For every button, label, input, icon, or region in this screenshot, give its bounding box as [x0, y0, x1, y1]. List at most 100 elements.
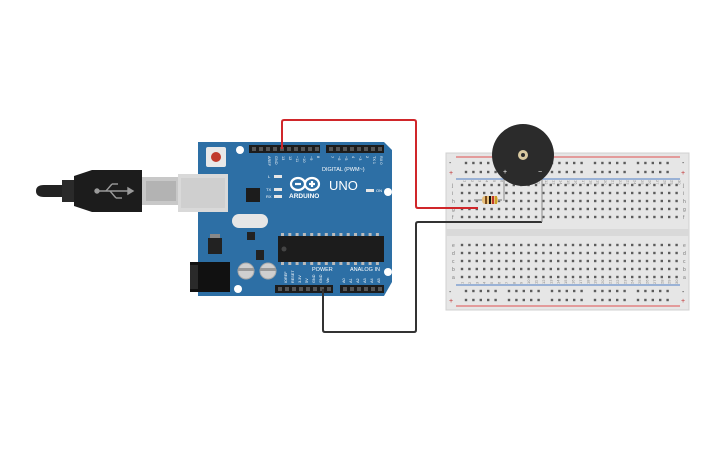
breadboard-hole: [586, 207, 589, 211]
breadboard-hole: [668, 215, 671, 219]
capacitor-mark: [238, 268, 254, 271]
breadboard-hole: [616, 251, 619, 255]
breadboard-hole: [638, 191, 641, 195]
usb-cable: [36, 170, 178, 212]
row-letter: h: [452, 199, 455, 205]
wire-red[interactable]: [281, 119, 478, 209]
digital-pin-label: TX 1: [372, 156, 376, 164]
breadboard-hole: [468, 243, 471, 247]
header-pin: [329, 147, 333, 151]
breadboard-hole: [616, 267, 619, 271]
row-letter: f: [683, 215, 685, 221]
chip-pin: [368, 233, 372, 236]
breadboard-hole: [483, 183, 486, 187]
header-pin: [313, 287, 317, 291]
column-number: 19: [593, 279, 598, 284]
digital-label: DIGITAL (PWM~): [322, 167, 365, 173]
chip-pin: [354, 262, 357, 265]
power-pin-label: Vin: [326, 278, 330, 283]
breadboard-hole: [460, 243, 464, 247]
breadboard-hole: [460, 275, 464, 279]
chip-pin: [295, 262, 299, 265]
column-number: 13: [548, 279, 553, 284]
column-number: 27: [652, 279, 657, 284]
breadboard-hole: [638, 199, 641, 203]
breadboard-hole: [638, 243, 641, 247]
header-pin: [266, 147, 270, 151]
breadboard-hole: [483, 251, 486, 255]
breadboard-hole: [616, 207, 619, 211]
breadboard-hole: [616, 243, 619, 247]
chip-pin: [346, 262, 350, 265]
header-pin: [336, 147, 340, 151]
breadboard-hole: [660, 275, 663, 279]
usb-chip: [246, 188, 260, 202]
breadboard-hole: [586, 191, 589, 195]
breadboard-hole: [534, 267, 538, 271]
breadboard-hole: [571, 275, 575, 279]
column-number: 23: [622, 279, 627, 284]
breadboard-hole: [579, 267, 582, 271]
breadboard-hole: [468, 183, 471, 187]
breadboard-hole: [505, 183, 508, 187]
column-number: 4: [485, 180, 490, 183]
column-number: 10: [526, 279, 531, 284]
breadboard-hole: [623, 298, 626, 302]
row-letter: e: [452, 243, 455, 249]
reset-button-cap[interactable]: [211, 152, 221, 162]
breadboard-hole: [594, 183, 597, 187]
breadboard-hole: [573, 289, 576, 293]
breadboard-hole: [565, 298, 568, 302]
breadboard-hole: [653, 207, 656, 211]
breadboard-hole: [660, 207, 663, 211]
row-letter: a: [683, 275, 686, 281]
breadboard-hole: [537, 298, 540, 302]
rail-minus-label: -: [449, 289, 452, 296]
breadboard-hole: [542, 275, 545, 279]
breadboard-hole: [608, 199, 612, 203]
digital-pin-label: ~10: [302, 156, 306, 162]
breadboard-hole: [550, 289, 554, 293]
header-pin: [357, 287, 361, 291]
wire-black[interactable]: [322, 221, 542, 333]
chip-pin: [339, 262, 343, 265]
breadboard-hole: [527, 259, 530, 263]
breadboard-hole: [594, 191, 597, 195]
row-letter: c: [683, 259, 686, 265]
column-number: 30: [677, 180, 682, 185]
breadboard-column-numbers: 1122334455667788991010111112121313141415…: [460, 180, 683, 284]
breadboard-hole: [565, 161, 568, 165]
breadboard-hole: [483, 243, 486, 247]
header-pin: [371, 147, 375, 151]
breadboard-hole: [475, 243, 478, 247]
header-pin: [343, 147, 347, 151]
chip-pin: [339, 233, 343, 236]
breadboard-hole: [660, 191, 663, 195]
breadboard-hole: [490, 191, 493, 195]
bottom-pin-holes: [278, 287, 382, 291]
breadboard-hole: [460, 199, 464, 203]
piezo-buzzer[interactable]: + −: [492, 124, 554, 222]
breadboard-hole: [527, 275, 530, 279]
breadboard-hole: [497, 207, 501, 211]
breadboard-hole: [623, 183, 626, 187]
breadboard-hole: [520, 199, 523, 203]
breadboard-hole: [623, 215, 626, 219]
breadboard-hole: [668, 183, 671, 187]
breadboard-hole: [651, 289, 654, 293]
column-number: 3: [477, 180, 482, 183]
row-letter: i: [683, 191, 684, 197]
breadboard-hole: [586, 199, 589, 203]
dc-power-jack-front: [190, 265, 198, 289]
digital-pin-label: GND: [274, 156, 278, 165]
breadboard-hole: [497, 191, 501, 195]
resistor[interactable]: [474, 196, 502, 204]
breadboard-hole: [483, 267, 486, 271]
breadboard-hole: [660, 183, 663, 187]
breadboard-hole: [675, 259, 678, 263]
breadboard-hole: [497, 243, 501, 247]
breadboard-center-channel: [446, 229, 689, 236]
